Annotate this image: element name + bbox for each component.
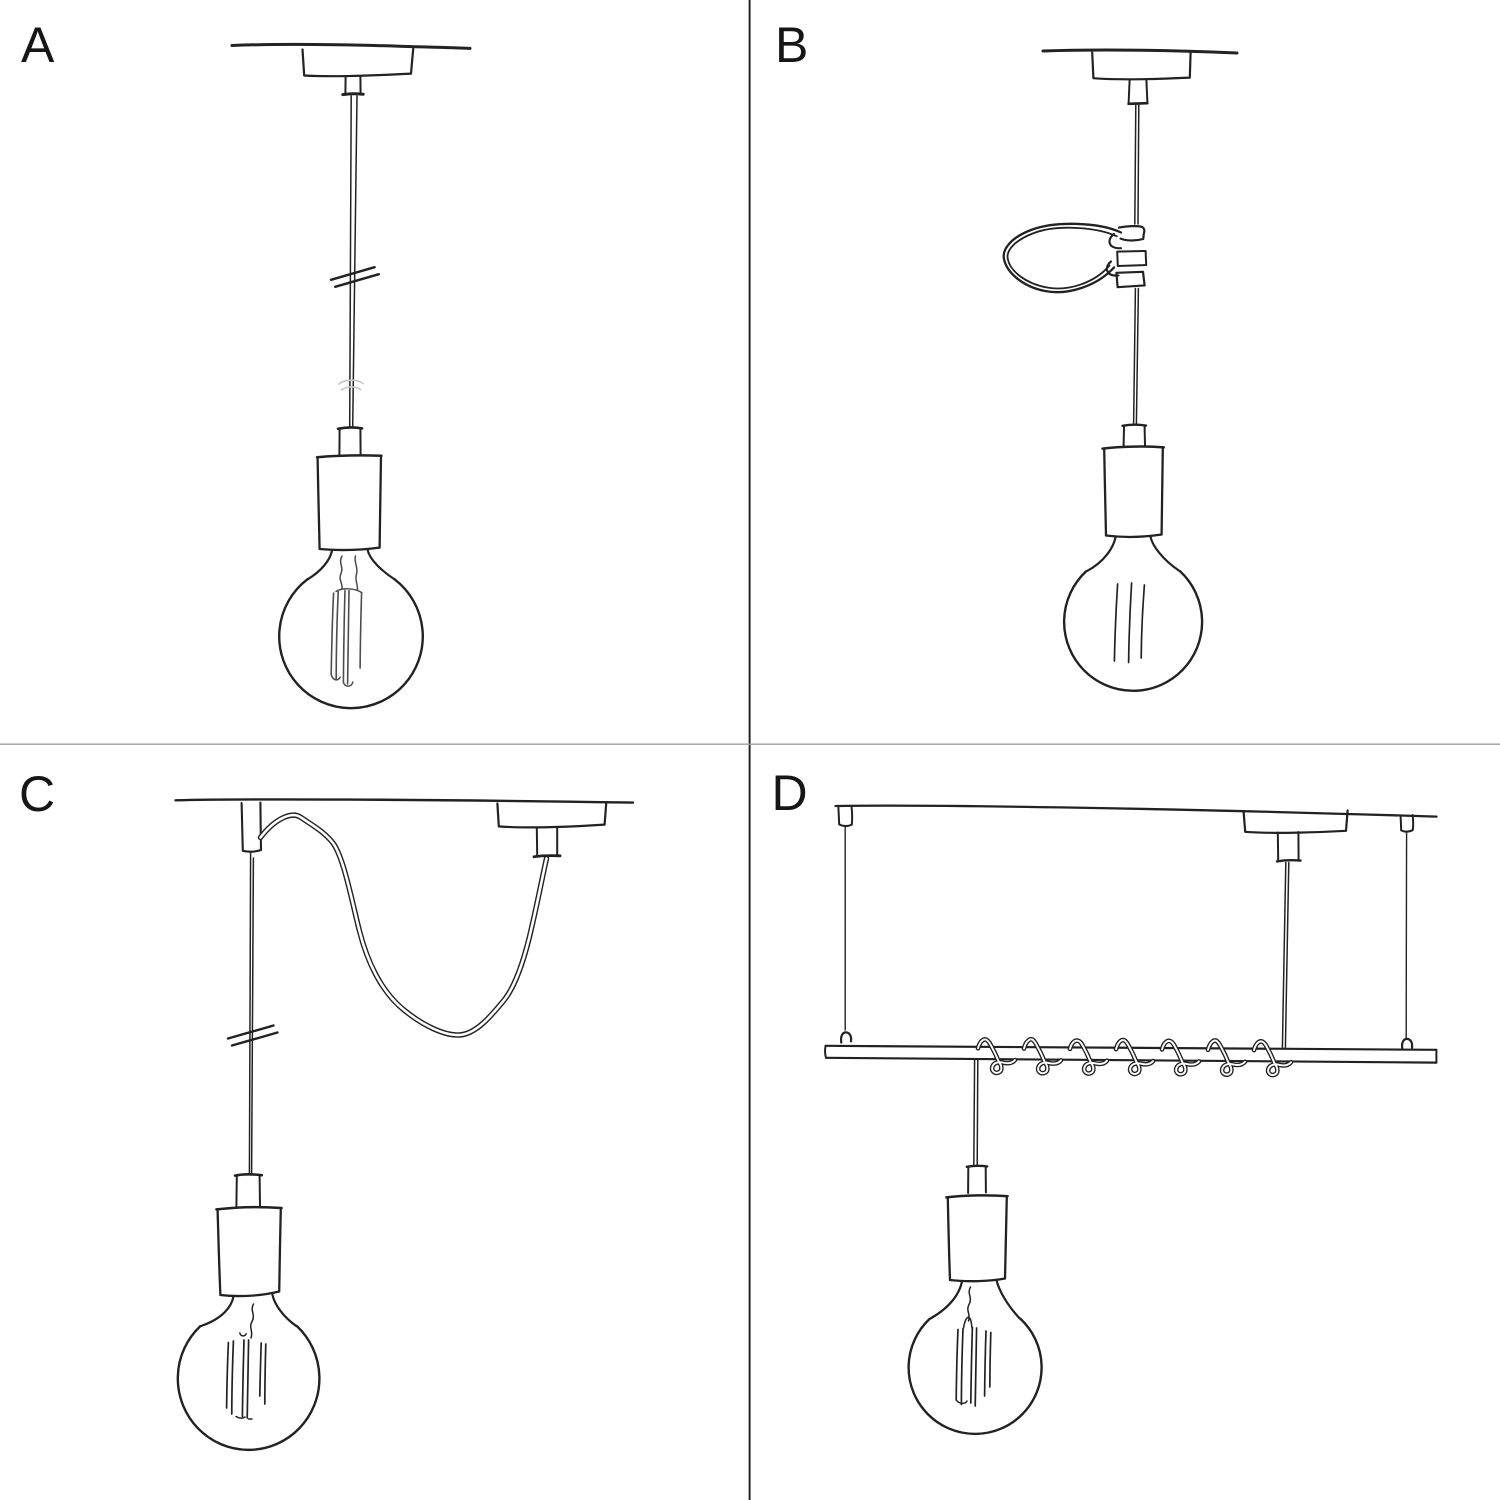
svg-text:A: A bbox=[21, 17, 55, 73]
svg-text:C: C bbox=[19, 766, 55, 822]
svg-text:D: D bbox=[772, 765, 808, 821]
svg-text:B: B bbox=[775, 17, 808, 73]
